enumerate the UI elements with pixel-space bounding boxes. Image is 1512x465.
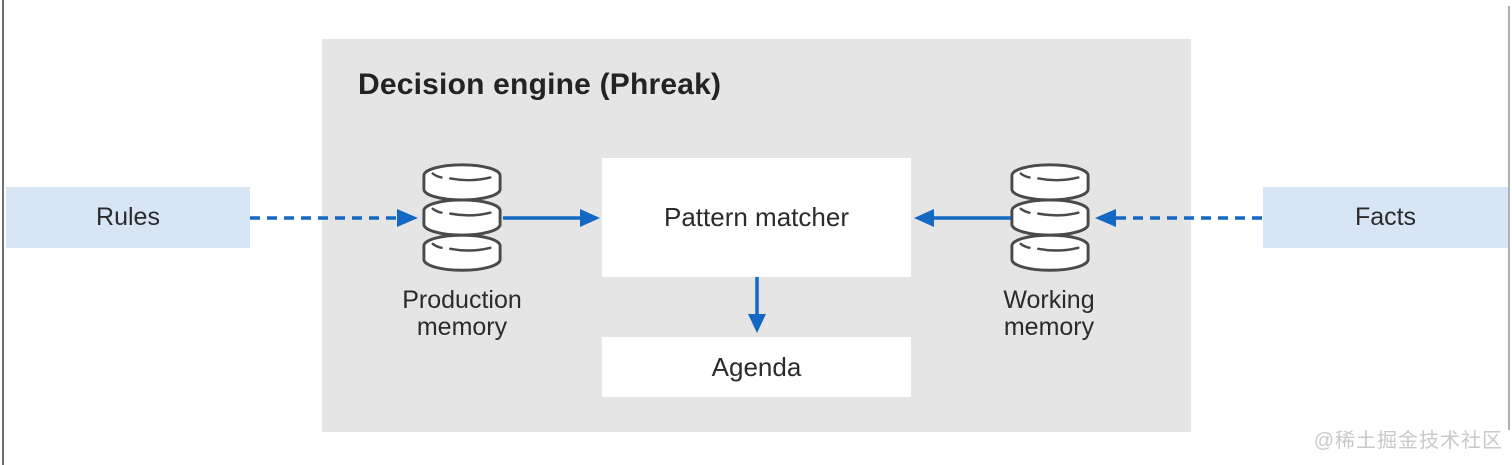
right-border-line <box>1508 6 1510 430</box>
working-memory-database-icon <box>1008 162 1092 275</box>
rules-label: Rules <box>96 203 160 231</box>
production-memory-label: Production memory <box>402 286 522 341</box>
agenda-label: Agenda <box>711 351 802 382</box>
pattern-matcher-to-agenda-arrow <box>747 277 767 335</box>
working-memory-label: Working memory <box>1003 286 1095 341</box>
agenda-node: Agenda <box>602 337 911 397</box>
rules-input-box: Rules <box>6 187 250 248</box>
pattern-matcher-label: Pattern matcher <box>664 202 849 232</box>
rules-to-production-memory-arrow <box>250 208 420 228</box>
left-border-line <box>2 0 4 465</box>
production-memory-to-pattern-matcher-arrow <box>503 208 601 228</box>
watermark: @稀土掘金技术社区 <box>1313 430 1503 452</box>
facts-to-working-memory-arrow <box>1094 208 1264 228</box>
production-memory-database-icon <box>420 162 504 275</box>
diagram-title: Decision engine (Phreak) <box>358 68 722 101</box>
facts-input-box: Facts <box>1263 187 1508 248</box>
pattern-matcher-node: Pattern matcher <box>602 158 911 277</box>
facts-label: Facts <box>1354 203 1417 231</box>
working-memory-to-pattern-matcher-arrow <box>913 208 1011 228</box>
